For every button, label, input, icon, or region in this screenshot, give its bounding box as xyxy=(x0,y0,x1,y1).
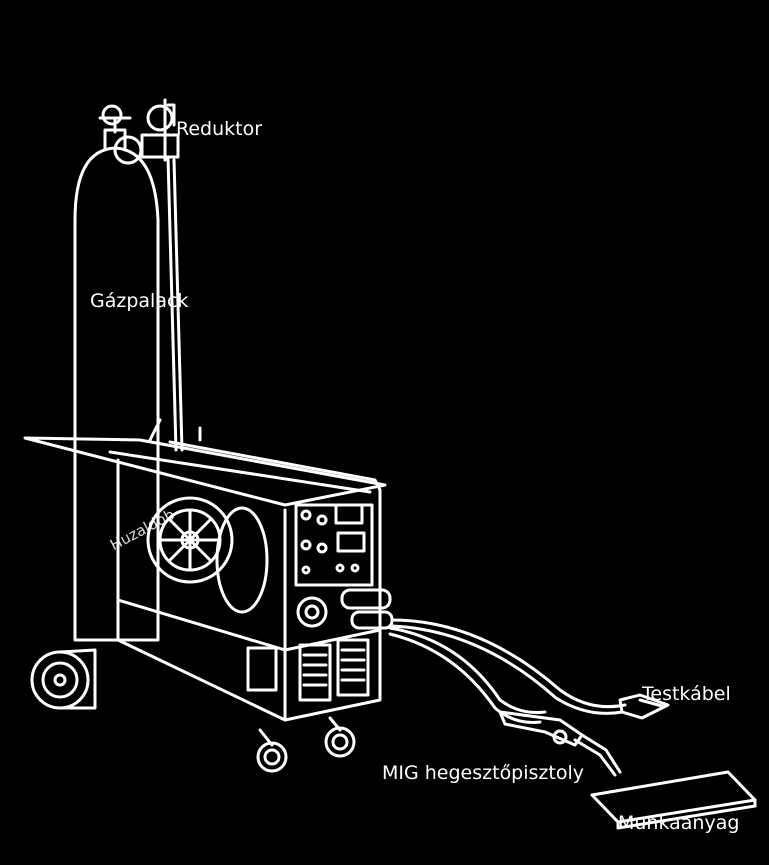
label-reduktor: Reduktor xyxy=(176,118,263,140)
regulator xyxy=(113,98,180,165)
machine-top-cover xyxy=(23,418,387,507)
label-mig-torch: MIG hegesztőpisztoly xyxy=(382,762,584,784)
torch-connector xyxy=(296,588,394,630)
machine-body xyxy=(116,458,382,722)
label-munkaanyag: Munkaanyag xyxy=(618,812,740,834)
cables xyxy=(388,618,627,724)
work-piece xyxy=(590,770,757,830)
label-testkabel: Testkábel xyxy=(642,683,731,705)
ground-clamp xyxy=(618,693,670,720)
wheels xyxy=(30,648,356,773)
gas-hose xyxy=(166,156,178,452)
wire-spool xyxy=(146,496,269,614)
label-gazpalack: Gázpalack xyxy=(90,290,189,312)
mig-torch xyxy=(498,710,622,777)
